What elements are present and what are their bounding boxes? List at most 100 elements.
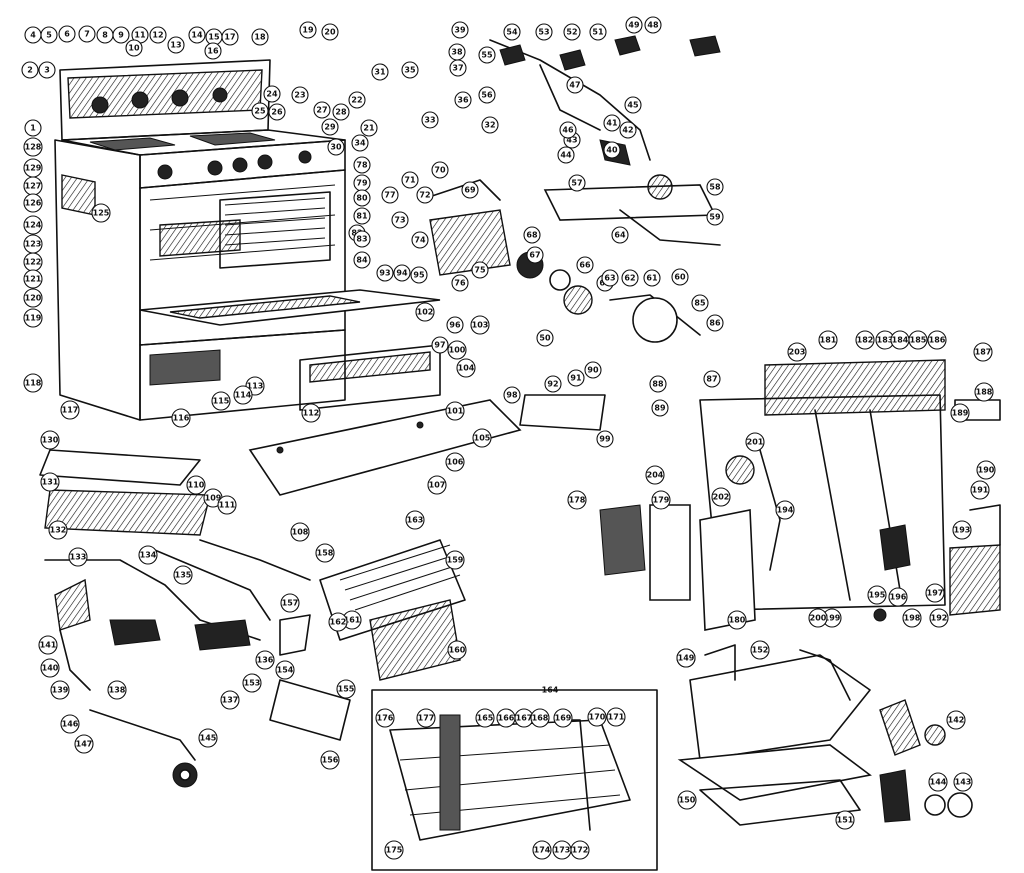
svg-text:197: 197	[927, 589, 944, 598]
callout-125: 125	[91, 203, 111, 223]
svg-text:204: 204	[647, 471, 664, 480]
callout-159: 159	[445, 550, 465, 570]
callout-18: 18	[251, 28, 269, 46]
callout-53: 53	[535, 23, 553, 41]
svg-text:145: 145	[200, 734, 217, 743]
callout-80: 80	[353, 189, 371, 207]
callout-3: 3	[38, 61, 56, 79]
callout-7: 7	[78, 25, 96, 43]
svg-text:30: 30	[330, 143, 342, 152]
svg-text:36: 36	[457, 96, 469, 105]
svg-text:173: 173	[554, 846, 571, 855]
callout-32: 32	[481, 116, 499, 134]
callout-105: 105	[472, 428, 492, 448]
svg-text:74: 74	[414, 236, 426, 245]
callout-101: 101	[445, 401, 465, 421]
callout-26: 26	[268, 103, 286, 121]
callout-13: 13	[167, 36, 185, 54]
callout-29: 29	[321, 118, 339, 136]
svg-text:18: 18	[254, 33, 266, 42]
callout-135: 135	[173, 565, 193, 585]
callout-54: 54	[503, 23, 521, 41]
callout-85: 85	[691, 294, 709, 312]
svg-text:174: 174	[534, 846, 551, 855]
callout-140: 140	[40, 658, 60, 678]
svg-text:139: 139	[52, 686, 69, 695]
svg-text:130: 130	[42, 436, 59, 445]
callout-24: 24	[263, 85, 281, 103]
callout-99: 99	[596, 430, 614, 448]
callout-177: 177	[416, 708, 436, 728]
callout-198: 198	[902, 608, 922, 628]
svg-text:59: 59	[709, 213, 721, 222]
svg-text:28: 28	[335, 108, 347, 117]
svg-text:70: 70	[434, 166, 446, 175]
callout-137: 137	[220, 690, 240, 710]
svg-text:14: 14	[191, 31, 203, 40]
svg-text:142: 142	[948, 716, 965, 725]
svg-text:31: 31	[374, 68, 386, 77]
svg-text:135: 135	[175, 571, 192, 580]
svg-text:196: 196	[890, 593, 907, 602]
svg-text:88: 88	[652, 380, 664, 389]
callout-120: 120	[23, 288, 43, 308]
svg-text:191: 191	[972, 486, 989, 495]
callout-130: 130	[40, 430, 60, 450]
svg-text:110: 110	[188, 481, 205, 490]
callout-9: 9	[112, 26, 130, 44]
svg-text:24: 24	[266, 90, 278, 99]
callout-176: 176	[375, 708, 395, 728]
svg-text:176: 176	[377, 714, 394, 723]
callout-70: 70	[431, 161, 449, 179]
callout-83: 83	[353, 230, 371, 248]
svg-text:53: 53	[538, 28, 549, 37]
callout-115: 115	[211, 391, 231, 411]
svg-text:73: 73	[394, 216, 405, 225]
callout-134: 134	[138, 545, 158, 565]
callout-187: 187	[973, 342, 993, 362]
svg-text:163: 163	[407, 516, 424, 525]
callout-86: 86	[706, 314, 724, 332]
callout-108: 108	[290, 522, 310, 542]
svg-text:56: 56	[481, 91, 493, 100]
callout-72: 72	[416, 186, 434, 204]
svg-text:91: 91	[570, 374, 582, 383]
callout-37: 37	[449, 59, 467, 77]
callout-141: 141	[38, 635, 58, 655]
svg-text:20: 20	[324, 28, 336, 37]
callout-152: 152	[750, 640, 770, 660]
callout-45: 45	[624, 96, 642, 114]
svg-text:63: 63	[604, 274, 615, 283]
svg-text:102: 102	[417, 308, 434, 317]
callout-58: 58	[706, 178, 724, 196]
svg-text:22: 22	[351, 96, 362, 105]
rack-assembly-drawing	[269, 539, 466, 741]
svg-text:133: 133	[70, 553, 87, 562]
svg-text:86: 86	[709, 319, 721, 328]
svg-text:157: 157	[282, 599, 299, 608]
svg-text:203: 203	[789, 348, 806, 357]
svg-text:101: 101	[447, 407, 464, 416]
callout-102: 102	[415, 302, 435, 322]
svg-text:161: 161	[344, 616, 361, 625]
svg-text:52: 52	[566, 28, 577, 37]
callout-21: 21	[360, 119, 378, 137]
callout-127: 127	[23, 176, 43, 196]
svg-text:96: 96	[449, 321, 461, 330]
callout-71: 71	[401, 171, 419, 189]
callout-64: 64	[611, 226, 629, 244]
callout-200: 200	[808, 608, 828, 628]
callout-122: 122	[23, 252, 43, 272]
callout-47: 47	[566, 76, 584, 94]
callout-144: 144	[928, 772, 948, 792]
callout-204: 204	[645, 465, 665, 485]
callout-59: 59	[706, 208, 724, 226]
callout-62: 62	[621, 269, 639, 287]
svg-text:90: 90	[587, 366, 599, 375]
svg-text:183: 183	[877, 336, 894, 345]
svg-text:45: 45	[627, 101, 639, 110]
svg-text:92: 92	[547, 380, 558, 389]
callout-203: 203	[787, 342, 807, 362]
callout-66: 66	[576, 256, 594, 274]
